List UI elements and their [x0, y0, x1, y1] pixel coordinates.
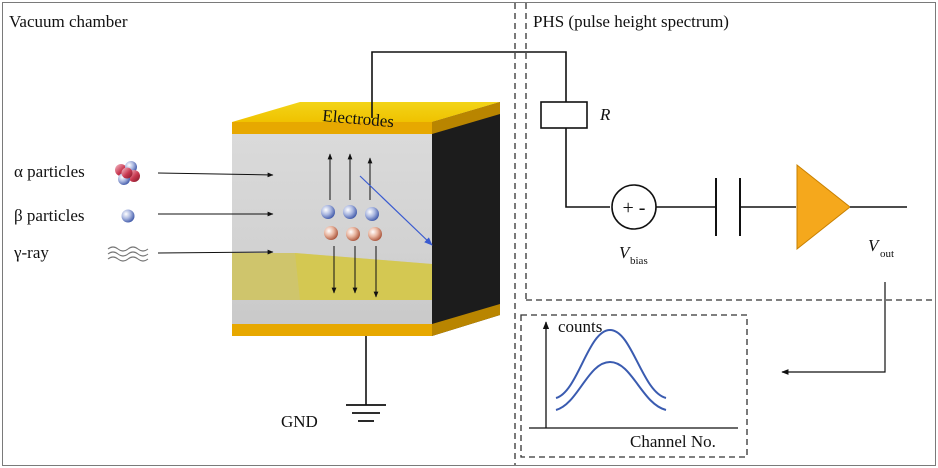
spectrum-curve-lower — [555, 360, 667, 411]
hole-sphere — [321, 205, 335, 219]
hole-sphere — [365, 207, 379, 221]
spectrum-curve-upper — [555, 328, 667, 399]
vacuum-chamber-title: Vacuum chamber — [9, 12, 128, 31]
electron-sphere — [368, 227, 382, 241]
gamma-diagonal-arrow — [359, 175, 433, 246]
alpha-label: α particles — [14, 162, 85, 181]
gnd-label: GND — [281, 412, 318, 431]
gamma-label: γ-ray — [13, 243, 49, 262]
bias-polarity: + - — [623, 197, 646, 219]
resistor-label: R — [599, 105, 611, 124]
charge-carriers — [321, 205, 382, 241]
gamma-wave-icon — [107, 246, 149, 262]
top-wire — [371, 51, 567, 118]
hole-sphere — [343, 205, 357, 219]
vbias-subscript: bias — [630, 255, 648, 267]
vout-label: V — [868, 236, 881, 255]
amplifier — [796, 163, 851, 251]
vbias-label: V — [619, 243, 632, 262]
beta-label: β particles — [14, 206, 84, 225]
bottom-electrode-edge — [232, 324, 432, 336]
spectrum-plot: counts Channel No. — [529, 317, 738, 451]
electron-sphere — [324, 226, 338, 240]
resistor — [540, 101, 588, 129]
detector-side-face — [432, 102, 500, 336]
spectrum-x-label: Channel No. — [630, 432, 716, 451]
resistor-to-bias-wire — [565, 128, 610, 208]
spectrum-inset-frame — [520, 314, 748, 458]
detector-block — [232, 102, 500, 336]
top-electrode-face — [232, 102, 500, 122]
alpha-arrow — [157, 172, 274, 178]
vout-subscript: out — [880, 248, 894, 260]
electron-sphere — [346, 227, 360, 241]
phs-title: PHS (pulse height spectrum) — [533, 12, 729, 31]
top-electrode-edge — [232, 122, 432, 134]
output-to-spectrum-arrow — [781, 282, 886, 375]
internal-drift-arrows — [327, 153, 433, 298]
alpha-particle-icon — [115, 161, 140, 185]
spectrum-y-label: counts — [558, 317, 602, 336]
beta-particle-icon — [121, 209, 135, 223]
gamma-arrow — [157, 249, 274, 255]
